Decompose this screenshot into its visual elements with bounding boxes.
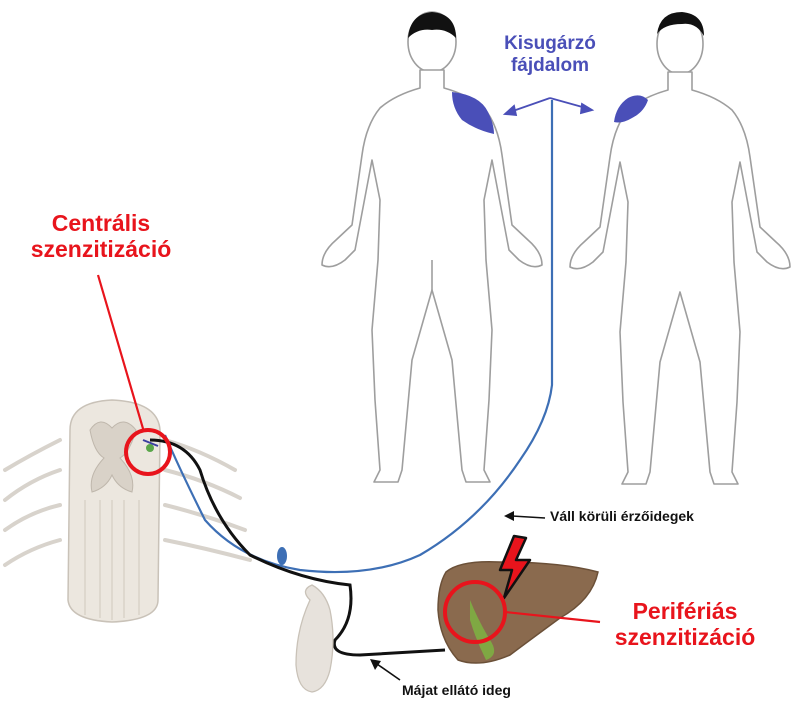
lightning-bolt-icon: [498, 534, 532, 600]
central-leader-line: [96, 274, 146, 433]
hair-back: [408, 12, 456, 38]
hair-front: [657, 12, 704, 36]
shoulder-nerve-arrow: [504, 511, 546, 521]
liver-nerve-label: Májat ellátó ideg: [402, 682, 511, 698]
referred-pain-label: Kisugárzó fájdalom: [470, 33, 630, 77]
peripheral-sensitization-label: Perifériás szenzitizáció: [585, 598, 785, 651]
gallbladder: [470, 600, 495, 660]
referred-pain-line-1: Kisugárzó: [504, 33, 596, 54]
human-figure-front: [569, 13, 791, 485]
dorsal-root-ganglion: [277, 547, 287, 565]
human-figure-back: [321, 11, 543, 483]
spinal-cord: [3, 399, 252, 623]
liver-sensory-nerve: [149, 438, 446, 657]
shoulder-nerves-label: Váll körüli érzőidegek: [550, 508, 694, 524]
central-sensitization-label: Centrális szenzitizáció: [6, 210, 196, 263]
central-sensitization-line-1: Centrális: [51, 210, 151, 236]
referred-pain-line-2: fájdalom: [510, 54, 590, 76]
referred-pain-arrows: [502, 97, 595, 117]
central-sensitization-circle: [124, 428, 172, 476]
central-sensitization-line-2: szenzitizáció: [30, 236, 172, 263]
vessel: [295, 584, 334, 693]
peripheral-sensitization-line-1: Perifériás: [632, 598, 738, 624]
liver-nerve-arrow: [370, 659, 401, 681]
shoulder-sensory-nerve: [163, 100, 554, 574]
peripheral-sensitization-line-2: szenzitizáció: [614, 624, 756, 651]
referred-pain-area-front: [614, 95, 648, 123]
peripheral-leader-line: [504, 610, 601, 624]
referred-pain-area-back: [452, 92, 494, 134]
